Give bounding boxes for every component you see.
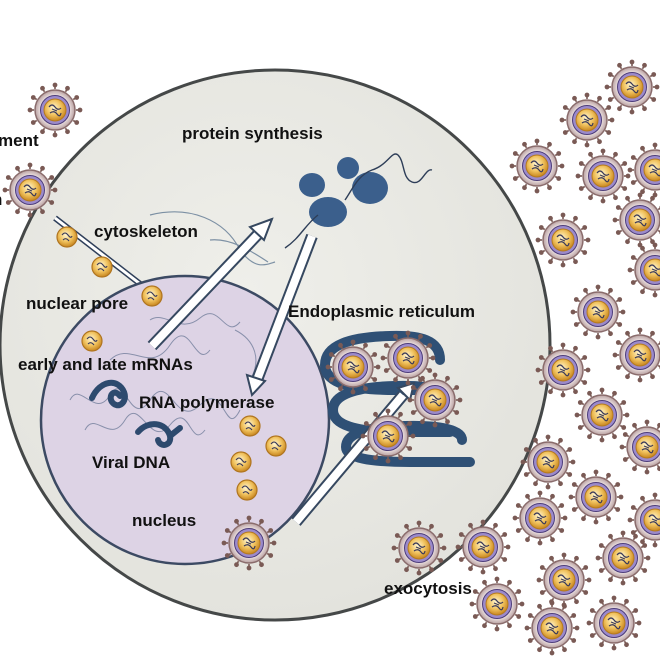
virus-particle-icon bbox=[568, 469, 624, 525]
viral-core-icon bbox=[81, 330, 103, 352]
virus-particle-icon bbox=[627, 242, 660, 298]
virus-particle-icon bbox=[536, 552, 592, 608]
viral-core-icon bbox=[239, 415, 261, 437]
label-cytoskeleton: cytoskeleton bbox=[94, 222, 198, 241]
viral-core-icon bbox=[56, 226, 78, 248]
virus-particle-icon bbox=[559, 92, 615, 148]
viral-core-icon bbox=[236, 479, 258, 501]
virus-particle-icon bbox=[619, 419, 660, 475]
ribosome-icon bbox=[299, 157, 388, 227]
label-penetration: n bbox=[0, 190, 2, 209]
virus-particle-icon bbox=[612, 192, 660, 248]
viral-dna-icon bbox=[89, 380, 128, 409]
viral-core-icon bbox=[265, 435, 287, 457]
virus-particle-icon bbox=[469, 576, 525, 632]
viral-core-icon bbox=[91, 256, 113, 278]
label-exocytosis: exocytosis bbox=[384, 579, 472, 598]
virus-particle-icon bbox=[574, 387, 630, 443]
viral-core-icon bbox=[141, 285, 163, 307]
virus-particle-icon bbox=[27, 82, 83, 138]
virus-particle-icon bbox=[535, 212, 591, 268]
arrow-mrna-export bbox=[147, 217, 274, 351]
viral-core-icon bbox=[230, 451, 252, 473]
label-nuclear-pore: nuclear pore bbox=[26, 294, 128, 313]
label-nucleus: nucleus bbox=[132, 511, 196, 530]
virus-particle-icon bbox=[627, 492, 660, 548]
virus-particle-icon bbox=[512, 490, 568, 546]
virus-particle-icon bbox=[612, 327, 660, 383]
label-attachment: ment bbox=[0, 131, 39, 150]
label-rna-polymerase: RNA polymerase bbox=[139, 393, 274, 412]
label-protein-synthesis: protein synthesis bbox=[182, 124, 323, 143]
label-endoplasmic-reticulum: Endoplasmic reticulum bbox=[288, 302, 475, 321]
virus-particle-icon bbox=[627, 142, 660, 198]
mrna-strand bbox=[284, 153, 433, 249]
label-viral-dna: Viral DNA bbox=[92, 453, 170, 472]
virus-particle-icon bbox=[509, 138, 565, 194]
viral-dna-icon bbox=[135, 421, 183, 448]
virus-particle-icon bbox=[586, 595, 642, 651]
virus-particle-icon bbox=[604, 59, 660, 115]
virus-particle-icon bbox=[524, 600, 580, 656]
virus-particle-icon bbox=[570, 284, 626, 340]
label-early-late-mrnas: early and late mRNAs bbox=[18, 355, 193, 374]
virus-particle-icon bbox=[575, 148, 631, 204]
virus-particle-icon bbox=[595, 530, 651, 586]
arrow-protein-import bbox=[245, 233, 318, 398]
